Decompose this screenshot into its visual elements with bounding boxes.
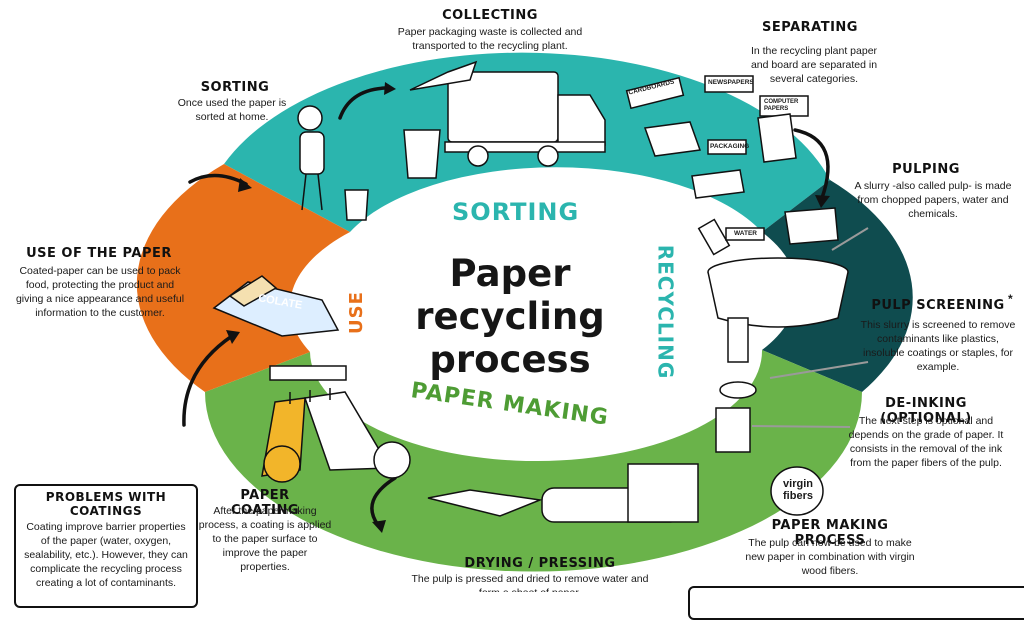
arrowhead — [238, 178, 252, 192]
stage-title-pulp-screening: Pulp Screening — [871, 298, 1005, 313]
pointer-screening — [769, 361, 869, 379]
person-leg — [301, 173, 307, 211]
center-title: Paper recycling process — [400, 252, 620, 381]
pointer-lines — [751, 227, 869, 428]
stage-desc-collecting: Paper packaging waste is collected and t… — [397, 26, 583, 52]
arrowhead — [226, 330, 240, 344]
person-body — [299, 131, 325, 175]
center-title-line: recycling — [415, 295, 605, 338]
stage-title-paper-coating: Paper coating — [230, 488, 300, 518]
stage-desc-paper-making-process: The pulp can now be used to make new pap… — [745, 537, 915, 577]
truck-illustration — [409, 60, 606, 167]
label-virgin-fibers-line: virgin — [783, 478, 813, 490]
footnote-box — [688, 586, 1024, 620]
label-newspapers: NEWSPAPERS — [708, 79, 754, 86]
arrowhead — [372, 520, 386, 533]
stage-desc-separating: In the recycling plant paper and board a… — [750, 45, 878, 85]
pointer-pulping — [831, 227, 869, 251]
stage-desc-use-of-paper: Coated-paper can be used to pack food, p… — [15, 265, 185, 319]
stage-title-pulping: Pulping — [892, 162, 960, 177]
stage-desc-sorting: Once used the paper is sorted at home. — [177, 97, 287, 123]
footnote-marker: * — [1008, 292, 1013, 306]
recycling-bin — [344, 129, 441, 221]
ring-label-sorting: SORTING — [452, 198, 580, 226]
problems-title: Problems with coatings — [45, 490, 167, 518]
stage-desc-pulp-screening: This slurry is screened to remove contam… — [860, 319, 1016, 373]
diagram-canvas — [136, 52, 913, 572]
arrow-coating-to-use — [182, 334, 234, 427]
stage-title-collecting: Collecting — [442, 8, 538, 23]
center-title-line: Paper — [449, 252, 571, 295]
stage-desc-drying-pressing: The pulp is pressed and dried to remove … — [411, 573, 649, 592]
pulping-illustration — [697, 207, 849, 453]
stage-desc-pulping: A slurry -also called pulp- is made from… — [854, 180, 1012, 220]
center-title-line: process — [429, 338, 591, 381]
stage-desc-de-inking: The next step is optional and depends on… — [848, 415, 1004, 469]
person-leg — [317, 173, 323, 211]
problems-desc: Coating improve barrier properties of th… — [24, 521, 188, 589]
label-computer-papers: COMPUTER PAPERS — [764, 99, 799, 112]
paper-machine-illustration — [427, 463, 824, 523]
label-water: WATER — [734, 230, 757, 237]
stage-title-sorting: Sorting — [200, 80, 270, 95]
arrowhead — [815, 195, 830, 208]
separating-illustration — [625, 75, 809, 199]
stage-desc-paper-coating: After the papermaking process, a coating… — [198, 505, 332, 573]
person-illustration — [297, 105, 325, 211]
stage-title-paper-making-process: Paper making process — [771, 518, 889, 548]
problems-box: Problems with coatings Coating improve b… — [14, 484, 198, 608]
arrow-separating-to-pulping — [793, 128, 830, 200]
person-head — [297, 105, 323, 131]
arrow-sorting-to-collecting — [338, 86, 387, 120]
chocolate-illustration — [212, 275, 340, 337]
cycle-arrows — [182, 86, 830, 527]
stage-title-de-inking: De-inking (optional) — [880, 396, 972, 426]
label-virgin-fibers: virgin fibers — [776, 478, 820, 502]
label-virgin-fibers-line: fibers — [783, 490, 813, 502]
ring-label-recycling: RECYCLING — [653, 244, 678, 380]
coating-illustration — [261, 365, 411, 483]
ring-label-use: USE — [345, 291, 367, 334]
pointer-deinking — [751, 425, 851, 428]
stage-title-drying-pressing: Drying / Pressing — [464, 556, 616, 571]
stage-title-separating: Separating — [762, 20, 858, 35]
label-packaging: PACKAGING — [710, 143, 750, 150]
stage-title-use-of-paper: Use of the paper — [26, 246, 172, 261]
arrow-drying-to-coating — [370, 476, 397, 527]
arrow-heads — [226, 82, 830, 533]
arrowhead — [384, 82, 396, 95]
